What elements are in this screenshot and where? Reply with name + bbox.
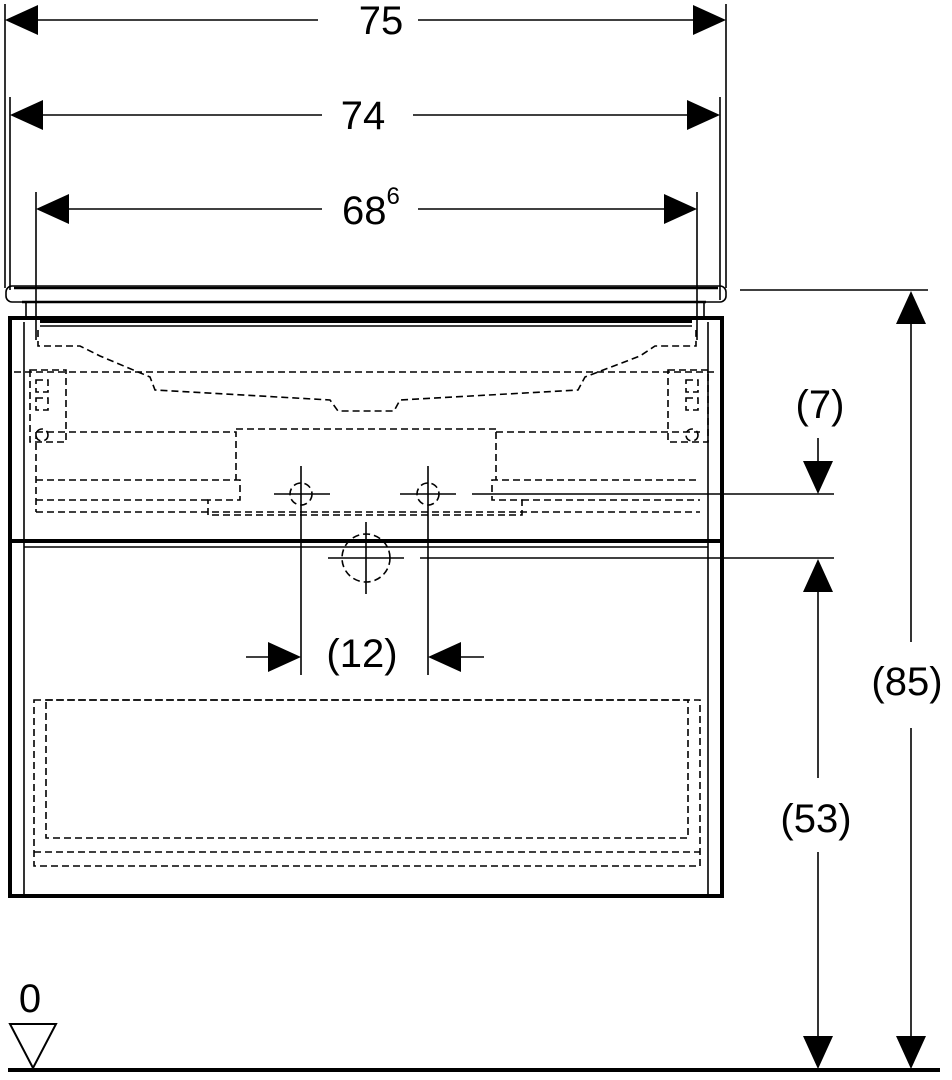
floor-level-label: 0 xyxy=(19,977,41,1021)
cabinet-body xyxy=(8,316,724,898)
body-width-label: 74 xyxy=(341,94,386,138)
tap-spacing-label: (12) xyxy=(326,632,397,676)
tap-hole-right xyxy=(400,466,456,675)
wall-bracket-right xyxy=(667,369,709,443)
overall-width-label: 75 xyxy=(359,0,404,43)
dimension-total-height: (85) xyxy=(740,289,943,1069)
basin-hidden-outline xyxy=(14,330,716,516)
dimension-drain-offset: (7) xyxy=(472,383,845,495)
floor-level: 0 xyxy=(8,977,940,1072)
level-marker-icon xyxy=(8,1023,58,1071)
drain-offset-label: (7) xyxy=(796,383,845,427)
total-height-label: (85) xyxy=(871,660,942,704)
drawer-hidden-outline xyxy=(33,699,701,867)
wall-bracket-left xyxy=(29,369,67,443)
dimension-inner-width: 686 xyxy=(35,183,698,340)
dimension-body-width: 74 xyxy=(9,94,721,300)
dimension-tap-spacing: (12) xyxy=(246,632,484,676)
dimension-drawer-height: (53) xyxy=(420,557,852,1069)
worktop xyxy=(5,285,727,318)
drain-siphon xyxy=(328,522,404,594)
dimension-overall-width: 75 xyxy=(4,0,727,288)
drawer-height-label: (53) xyxy=(780,797,851,841)
inner-width-label: 686 xyxy=(342,183,400,233)
tap-hole-left xyxy=(274,466,330,675)
